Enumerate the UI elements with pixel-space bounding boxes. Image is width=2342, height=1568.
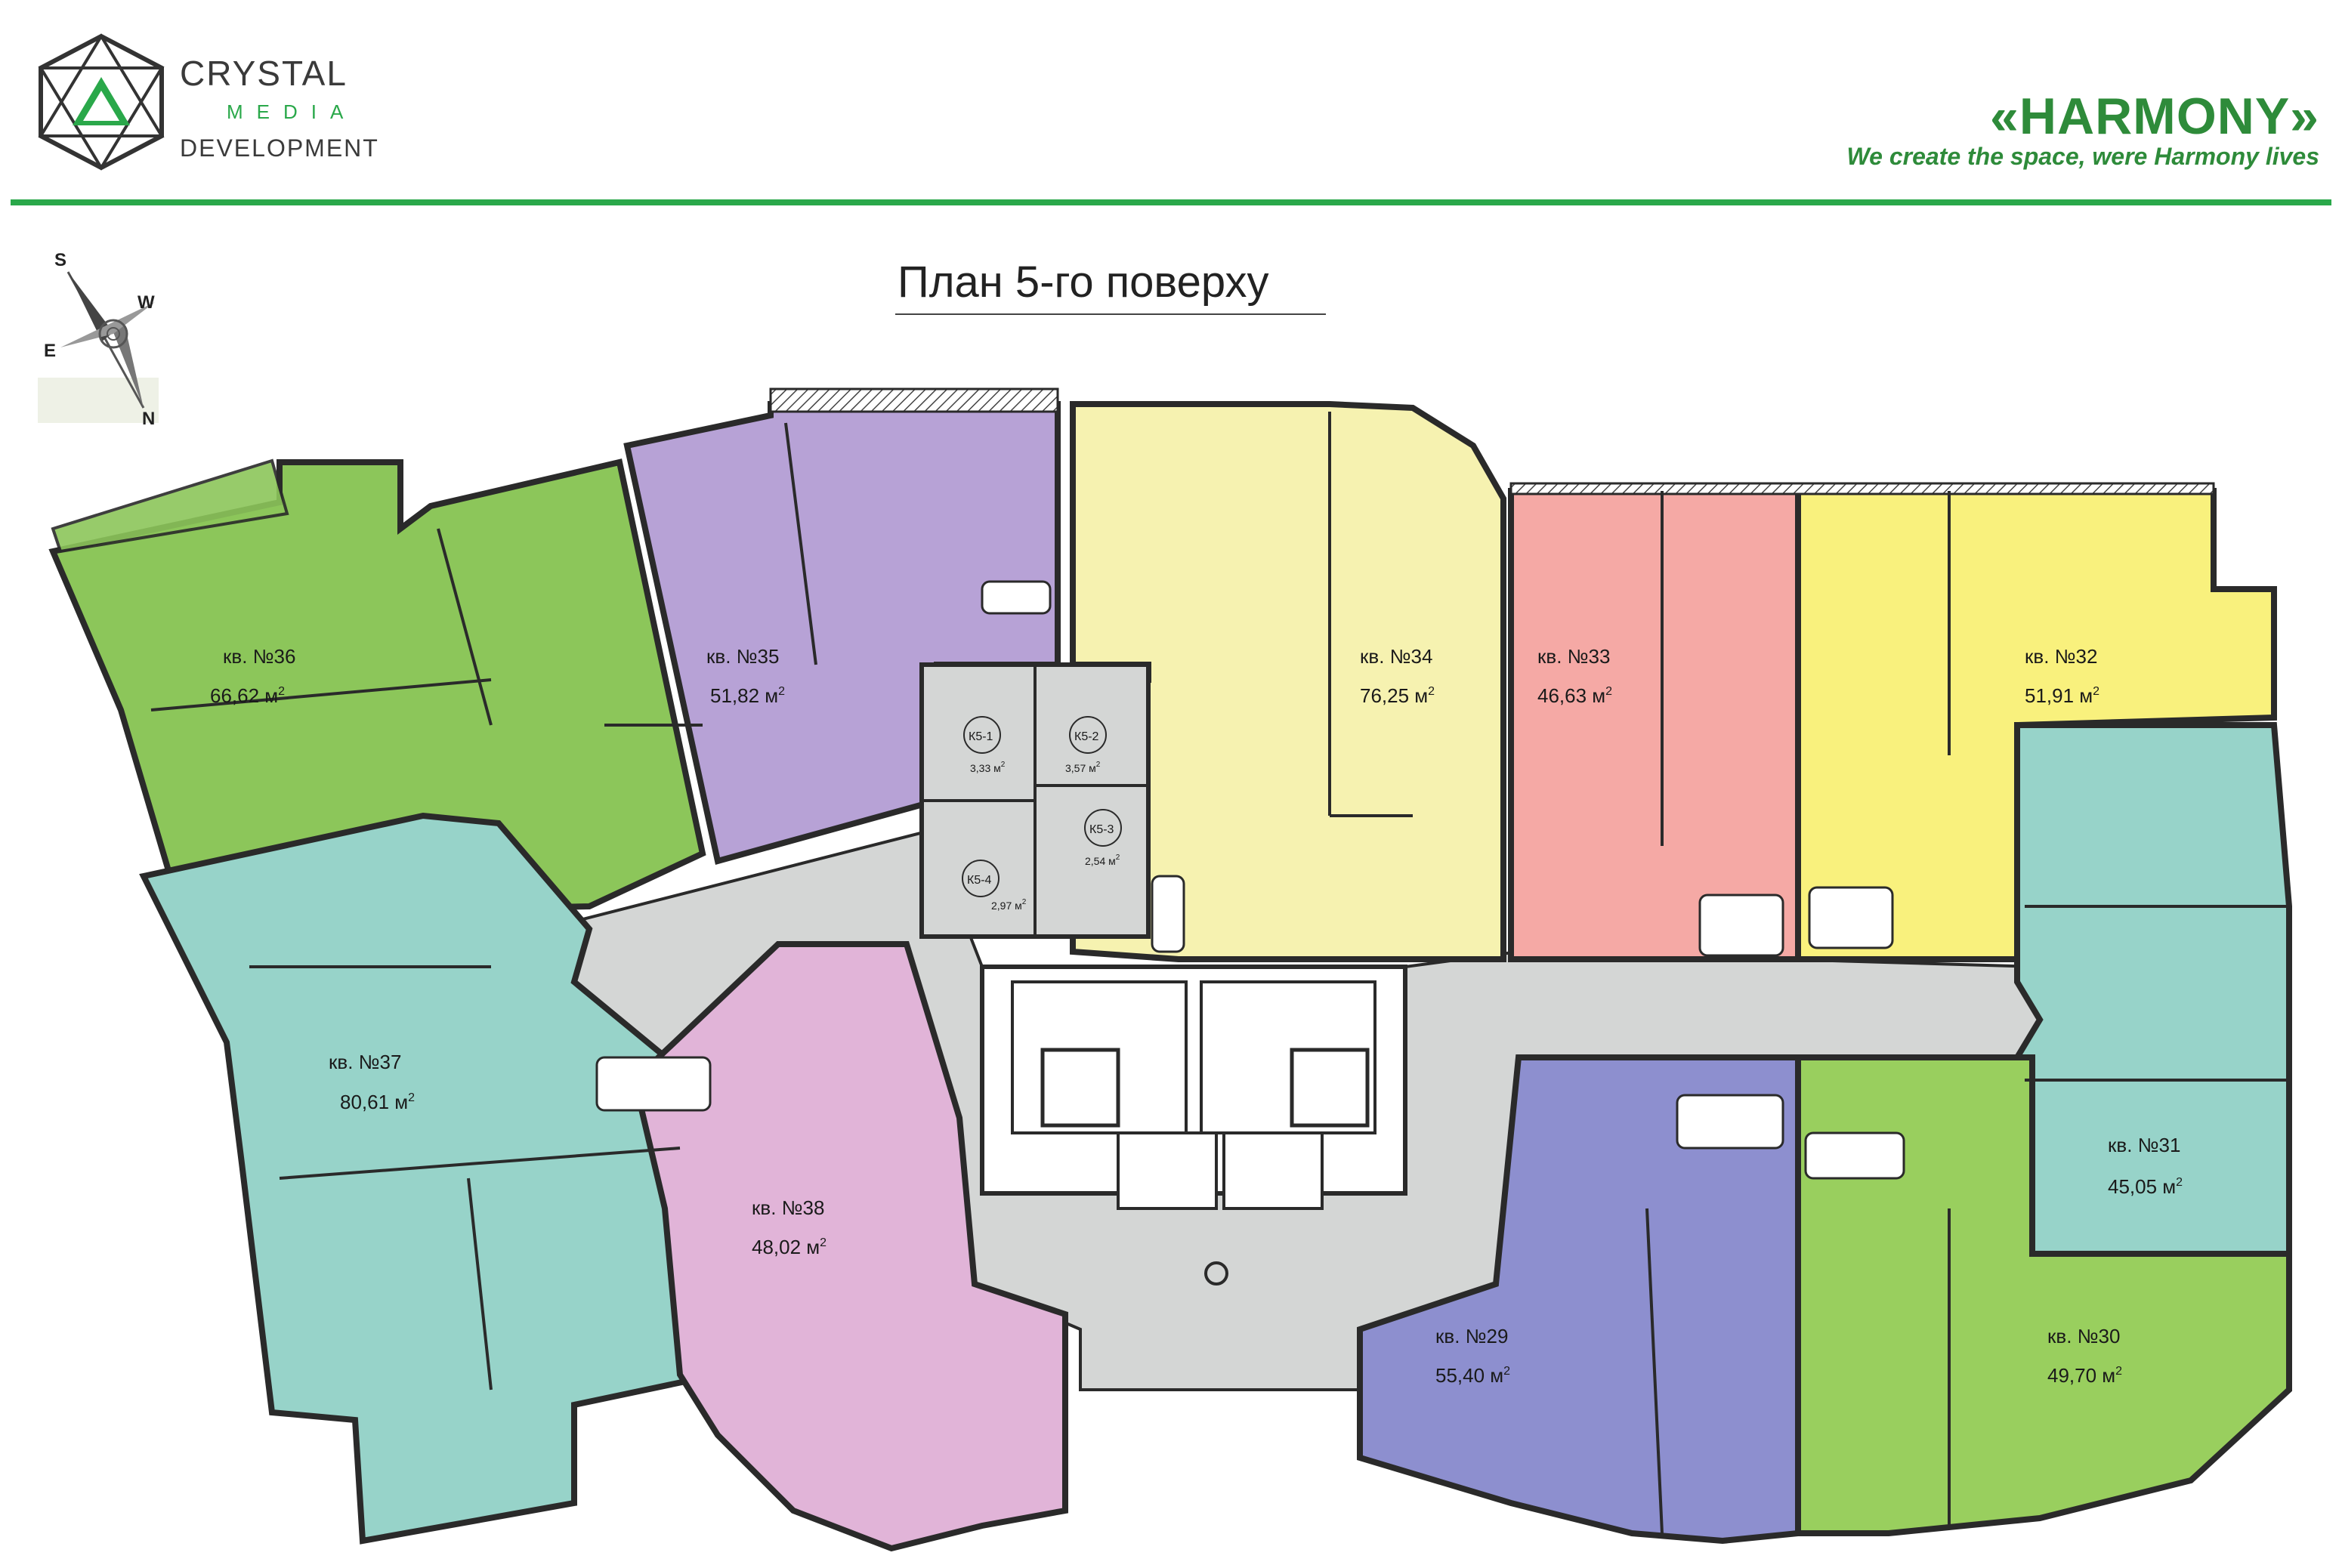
logo-line2: MEDIA: [227, 100, 357, 123]
logo-line3: DEVELOPMENT: [180, 134, 379, 162]
flat-number-label: кв. №31: [2108, 1134, 2180, 1156]
flat-area-label: 51,91 м2: [2025, 684, 2099, 707]
bathtub-icon: [981, 580, 1052, 615]
bathtub-icon: [595, 1056, 712, 1112]
flat-number-label: кв. №37: [329, 1051, 401, 1073]
header-divider: [11, 199, 2331, 205]
brand-title: «HARMONY»: [1990, 88, 2319, 145]
storage-area-label: 3,57 м2: [1065, 761, 1101, 774]
flat-33-area[interactable]: [1508, 488, 1801, 962]
storage-code-label: К5-2: [1074, 730, 1099, 743]
partitions: [150, 412, 2289, 1534]
flat-number-label: кв. №32: [2025, 645, 2097, 668]
storage-code-label: К5-1: [969, 730, 993, 743]
flat-37-area[interactable]: [139, 812, 721, 1545]
flat-area-label: 45,05 м2: [2108, 1175, 2183, 1198]
storage-block: [919, 662, 1151, 939]
flat-area-label: 49,70 м2: [2047, 1364, 2122, 1387]
compass-rose-icon: S W E N: [38, 250, 159, 429]
plan-title-underline: [895, 313, 1326, 315]
flat-number-label: кв. №30: [2047, 1325, 2120, 1347]
flat-labels: кв. №36 66,62 м2 кв. №35 51,82 м2 кв. №3…: [210, 645, 2183, 1387]
flat-area-label: 51,82 м2: [710, 684, 785, 707]
storage-labels: К5-1 3,33 м2 К5-2 3,57 м2 К5-3 2,54 м2 К…: [962, 716, 1122, 912]
balcony-36-north: [51, 458, 289, 554]
brand: «HARMONY» We create the space, were Harm…: [1847, 87, 2320, 171]
crystal-logo-icon: [38, 33, 165, 171]
flat-area-label: 66,62 м2: [210, 684, 285, 707]
bathtub-icon: [1698, 894, 1784, 957]
brand-tagline: We create the space, were Harmony lives: [1846, 143, 2320, 170]
storage-code-label: К5-4: [967, 874, 992, 887]
flat-number-label: кв. №36: [223, 645, 295, 668]
flat-area-label: 46,63 м2: [1537, 684, 1612, 707]
compass-s-letter: S: [54, 250, 66, 270]
storage-area-label: 2,97 м2: [991, 898, 1027, 912]
balcony-33-north: [1509, 482, 2215, 495]
storage-area-label: 3,33 м2: [970, 761, 1006, 774]
plan-title: План 5-го поверху: [898, 258, 1269, 307]
flat-area-label: 76,25 м2: [1360, 684, 1435, 707]
flat-31-area[interactable]: [2013, 722, 2292, 1257]
stair-core: [980, 965, 1407, 1286]
lift-left-icon: [1040, 1048, 1120, 1128]
flat-number-label: кв. №29: [1435, 1325, 1508, 1347]
flat-38-area[interactable]: [631, 941, 1068, 1552]
bathtub-icon: [1804, 1131, 1905, 1180]
bathtub-icon: [1676, 1094, 1784, 1150]
flat-area-label: 55,40 м2: [1435, 1364, 1510, 1387]
flat-30-area[interactable]: [1795, 1054, 2292, 1536]
flat-number-label: кв. №38: [752, 1196, 824, 1219]
flat-area-label: 80,61 м2: [340, 1091, 415, 1113]
balcony-35-north: [769, 387, 1059, 413]
storage-area-label: 2,54 м2: [1085, 853, 1120, 867]
lift-right-icon: [1290, 1048, 1370, 1128]
compass-n-letter: N: [142, 409, 155, 429]
flat-number-label: кв. №34: [1360, 645, 1432, 668]
flat-area-label: 48,02 м2: [752, 1236, 826, 1258]
flat-number-label: кв. №35: [706, 645, 779, 668]
compass-e-letter: E: [44, 341, 56, 361]
flat-32-area[interactable]: [1795, 488, 2277, 962]
storage-code-label: К5-3: [1089, 823, 1114, 836]
flat-number-label: кв. №33: [1537, 645, 1610, 668]
bathtub-icon: [1151, 875, 1185, 953]
compass-w-letter: W: [137, 292, 155, 313]
bathtubs: [595, 580, 1905, 1180]
bathtub-icon: [1808, 886, 1894, 949]
logo-line1: CRYSTAL: [180, 54, 348, 93]
